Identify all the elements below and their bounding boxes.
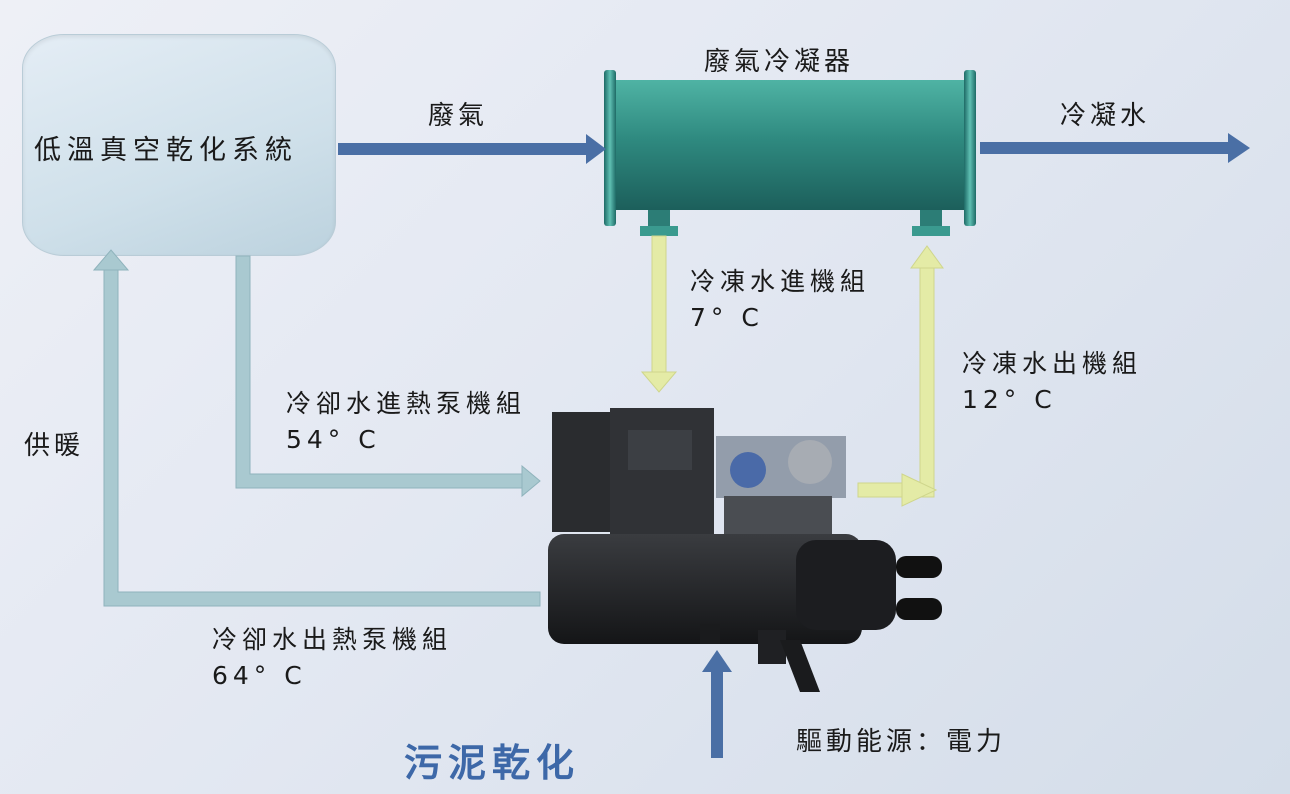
cooling-water-out-label: 冷卻水出熱泵機組 64° C	[212, 622, 452, 694]
power-arrow	[702, 650, 732, 758]
cooling-water-out-arrow	[92, 249, 541, 607]
chilled-water-out-temp: 12° C	[962, 385, 1057, 414]
condenser-label: 廢氣冷凝器	[704, 47, 855, 77]
cooling-water-in-arrow	[235, 255, 541, 498]
power-source-label: 驅動能源：電力	[796, 727, 1007, 757]
cooling-water-out-name: 冷卻水出熱泵機組	[212, 625, 453, 654]
cooling-water-in-name: 冷卻水進熱泵機組	[286, 389, 527, 418]
vacuum-dryer-tank	[22, 34, 336, 256]
heat-pump-unit	[548, 408, 942, 692]
chilled-water-in-label: 冷凍水進機組 7° C	[690, 264, 870, 336]
chilled-water-in-arrow	[640, 235, 678, 393]
exhaust-label: 廢氣	[428, 101, 489, 131]
exhaust-condenser	[604, 70, 976, 236]
condensate-label: 冷凝水	[1060, 101, 1151, 131]
chilled-water-out-arrow	[857, 245, 944, 507]
diagram-title: 污泥乾化	[404, 741, 581, 785]
chilled-water-in-name: 冷凍水進機組	[690, 267, 871, 296]
chilled-water-out-name: 冷凍水出機組	[962, 349, 1143, 378]
heating-label: 供暖	[24, 431, 85, 461]
chilled-water-in-temp: 7° C	[690, 303, 764, 332]
cooling-water-out-temp: 64° C	[212, 661, 307, 690]
condensate-arrow	[980, 133, 1250, 163]
cooling-water-in-label: 冷卻水進熱泵機組 54° C	[286, 386, 526, 458]
chilled-water-out-label: 冷凍水出機組 12° C	[962, 346, 1142, 418]
cooling-water-in-temp: 54° C	[286, 425, 381, 454]
tank-label: 低溫真空乾化系統	[34, 135, 298, 166]
exhaust-arrow	[338, 134, 606, 164]
